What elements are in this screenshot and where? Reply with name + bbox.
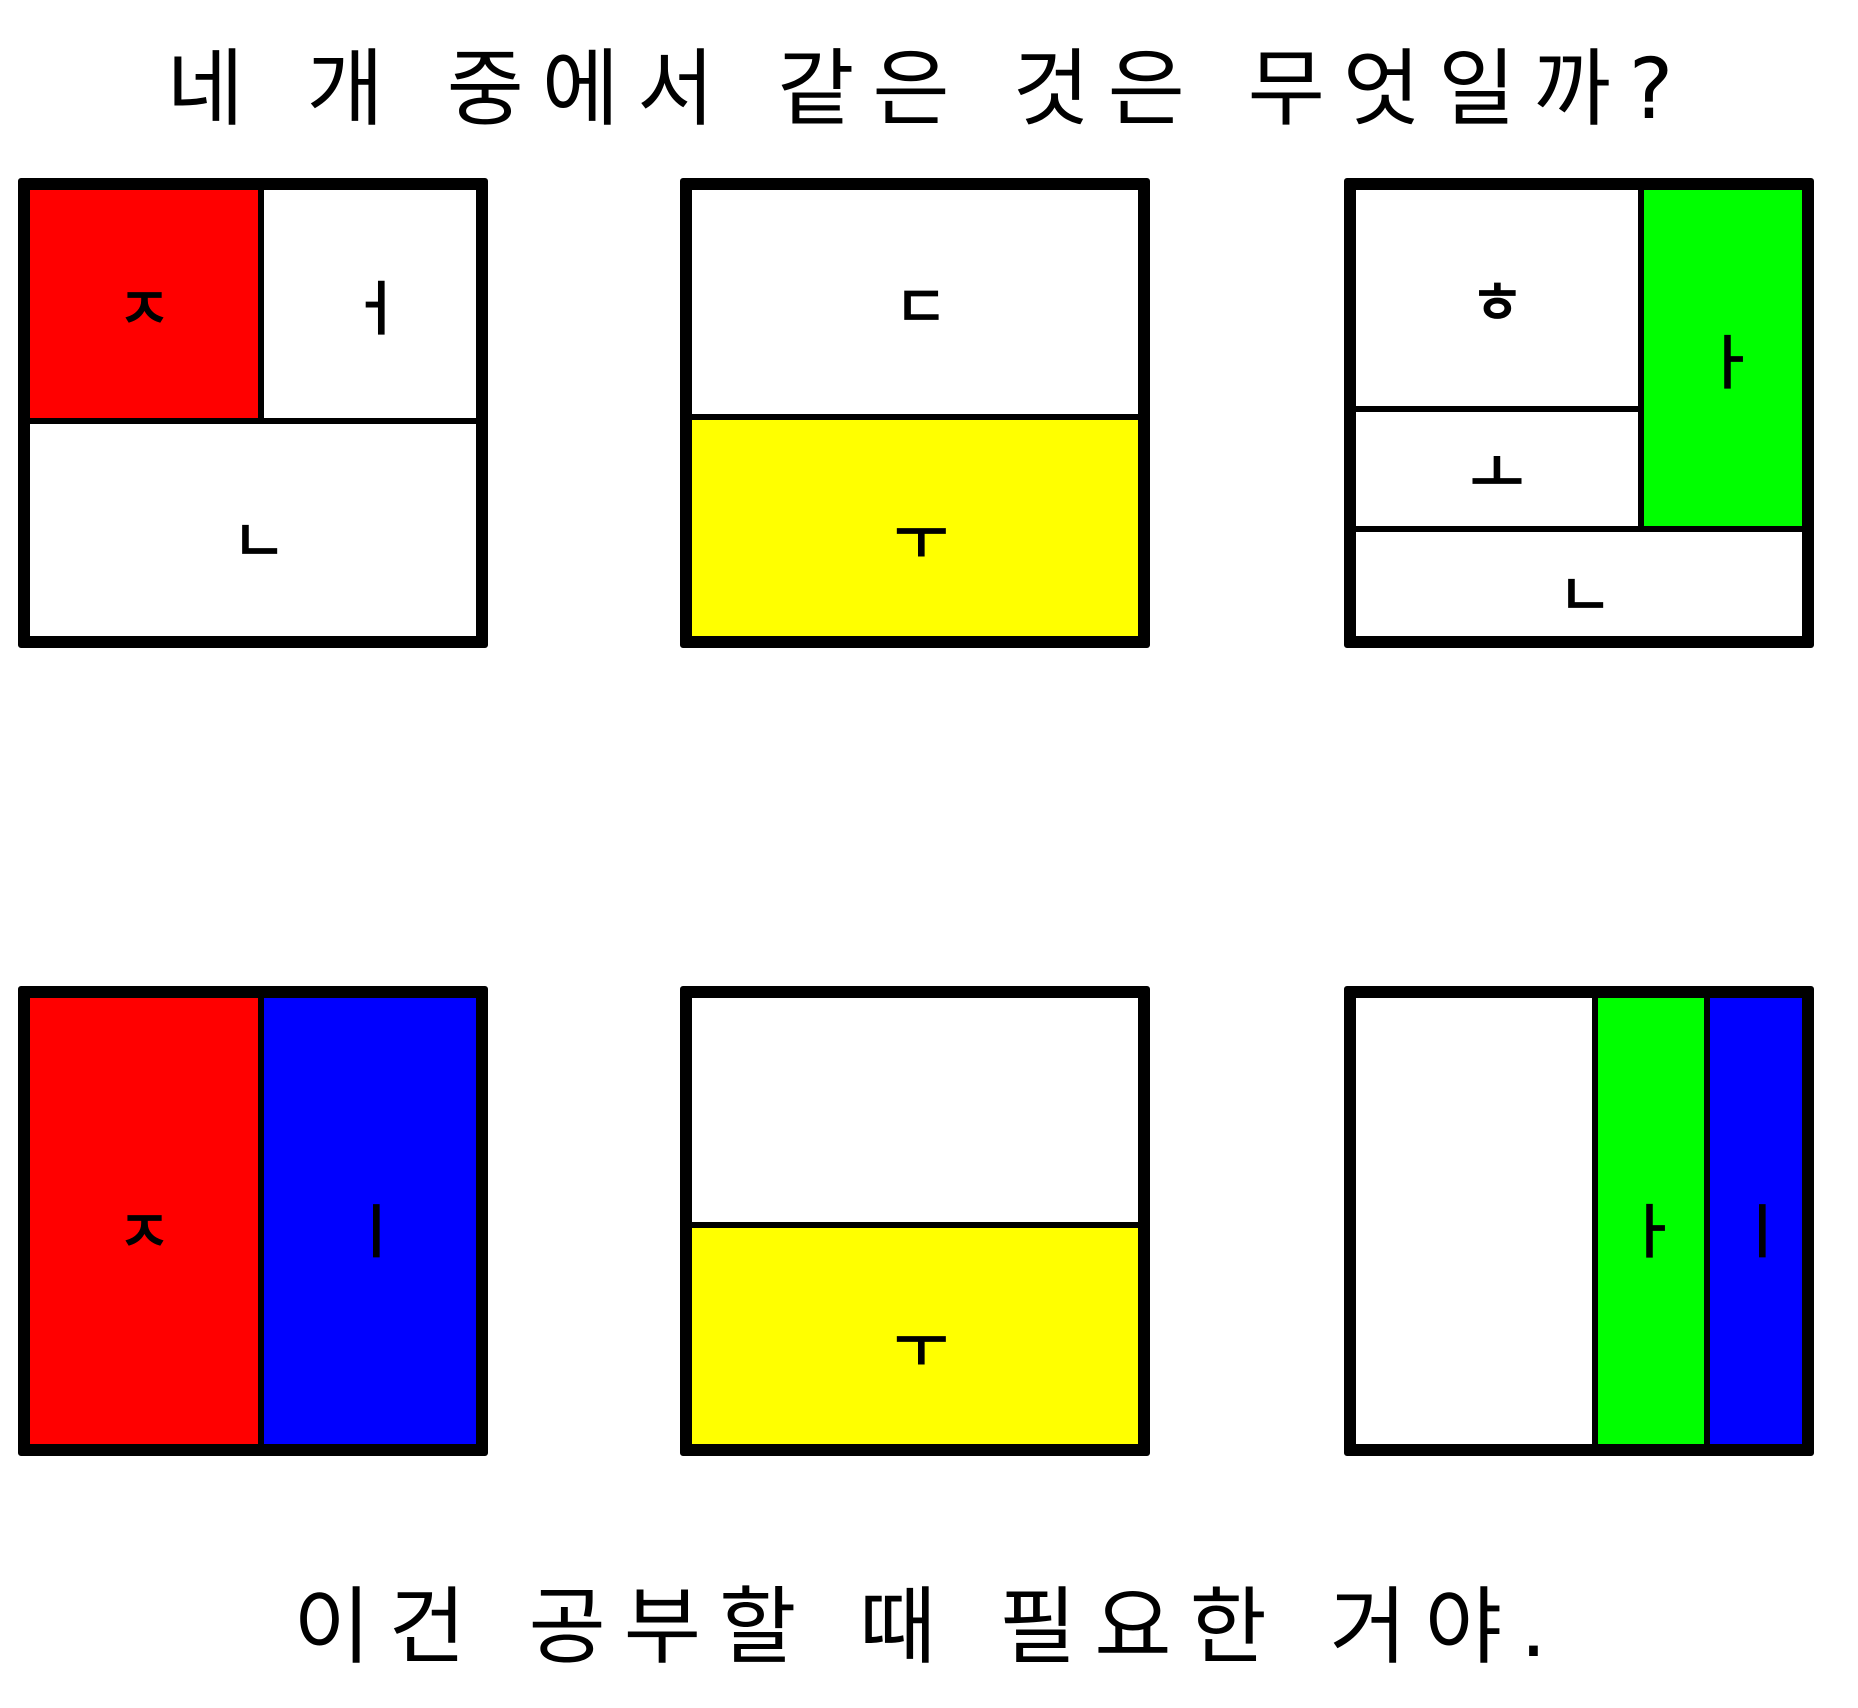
puzzle1-cell-red: ㅈ [30,190,264,424]
puzzle2-cell-top: ㄷ [692,190,1138,420]
puzzle-tile-5[interactable]: ㅜ [680,986,1150,1456]
puzzle3-letter-4: ㄴ [1558,561,1612,629]
puzzle6-letter-2: ㅏ [1624,1198,1678,1266]
puzzle1-letter-2: ㅓ [349,275,403,343]
puzzle5-cell-yellow: ㅜ [692,1222,1138,1444]
puzzle-tile-2[interactable]: ㄷ ㅜ [680,178,1150,648]
puzzle3-letter-1: ㅎ [1470,269,1524,337]
puzzle4-letter-2: ㅣ [349,1198,403,1266]
puzzle-tile-1[interactable]: ㅈ ㅓ ㄴ [18,178,488,648]
puzzle5-letter-2: ㅜ [894,1313,948,1381]
puzzle5-cell-top [692,998,1138,1228]
puzzle-tile-3[interactable]: ㅎ ㅏ ㅗ ㄴ [1344,178,1814,648]
puzzle-tile-4[interactable]: ㅈ ㅣ [18,986,488,1456]
puzzle6-cell-white [1356,998,1598,1444]
puzzle2-letter-2: ㅜ [894,505,948,573]
puzzle3-cell-green: ㅏ [1638,190,1802,532]
puzzle4-cell-blue: ㅣ [258,998,476,1444]
puzzle2-cell-yellow: ㅜ [692,414,1138,636]
puzzle4-cell-red: ㅈ [30,998,264,1444]
puzzle6-cell-green: ㅏ [1592,998,1710,1444]
puzzle6-cell-blue: ㅣ [1704,998,1802,1444]
puzzle3-letter-2: ㅏ [1702,329,1756,397]
puzzle6-letter-3: ㅣ [1735,1198,1789,1266]
puzzle3-letter-3: ㅗ [1470,440,1524,508]
puzzle1-letter-3: ㄴ [232,507,286,575]
question-title: 네 개 중에서 같은 것은 무엇일까? [166,40,1692,138]
puzzle4-letter-1: ㅈ [117,1198,171,1266]
puzzle3-cell-top-left: ㅎ [1356,190,1644,412]
puzzle1-cell-bottom: ㄴ [30,418,476,636]
hint-text: 이건 공부할 때 필요한 거야. [293,1578,1565,1676]
puzzle3-cell-bottom: ㄴ [1356,526,1802,636]
puzzle1-letter-1: ㅈ [117,275,171,343]
puzzle3-cell-middle-left: ㅗ [1356,406,1644,532]
puzzle1-cell-top-right: ㅓ [258,190,476,424]
puzzle-tile-6[interactable]: ㅏ ㅣ [1344,986,1814,1456]
puzzle2-letter-1: ㄷ [894,273,948,341]
